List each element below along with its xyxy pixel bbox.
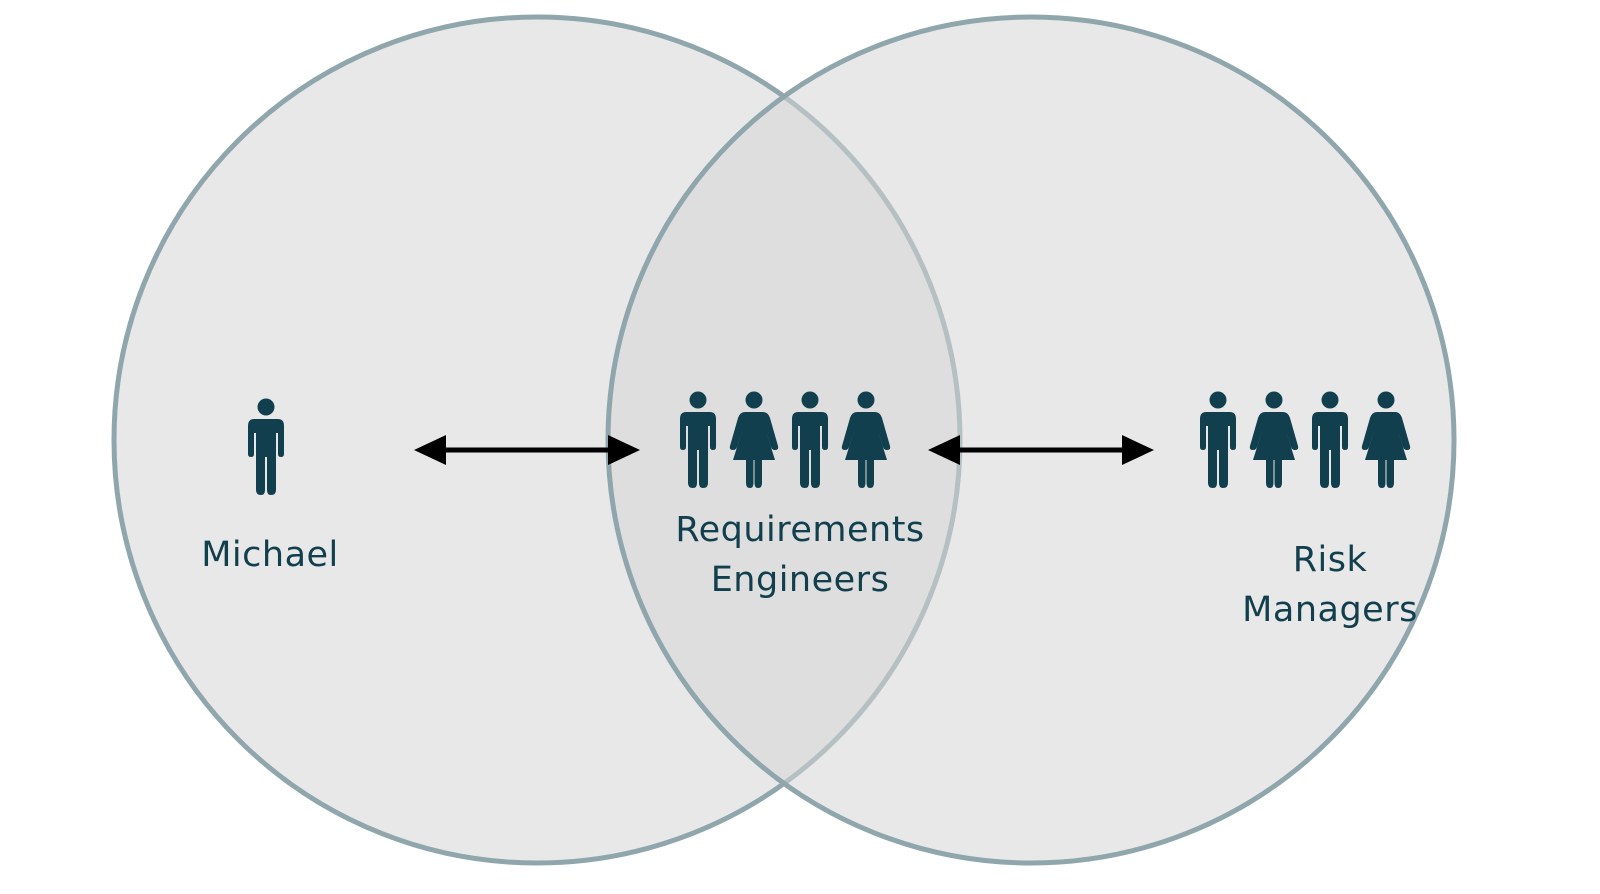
michael-label-line-1: Michael [201,535,339,575]
arrow-michael-requirements [414,435,640,465]
requirements-engineers-label: Requirements Engineers [630,505,970,605]
arrow-requirements-risk [928,435,1154,465]
arrowhead-right-icon [608,435,640,465]
arrowhead-left-icon [928,435,960,465]
risk-managers-label-line-2: Managers [1242,590,1418,630]
risk-managers-label: Risk Managers [1180,535,1480,635]
arrowhead-right-icon [1122,435,1154,465]
requirements-engineers-label-line-2: Engineers [710,560,890,600]
risk-managers-label-line-1: Risk [1292,540,1368,580]
arrowhead-left-icon [414,435,446,465]
michael-label: Michael [170,530,370,580]
requirements-engineers-label-line-1: Requirements [675,510,925,550]
